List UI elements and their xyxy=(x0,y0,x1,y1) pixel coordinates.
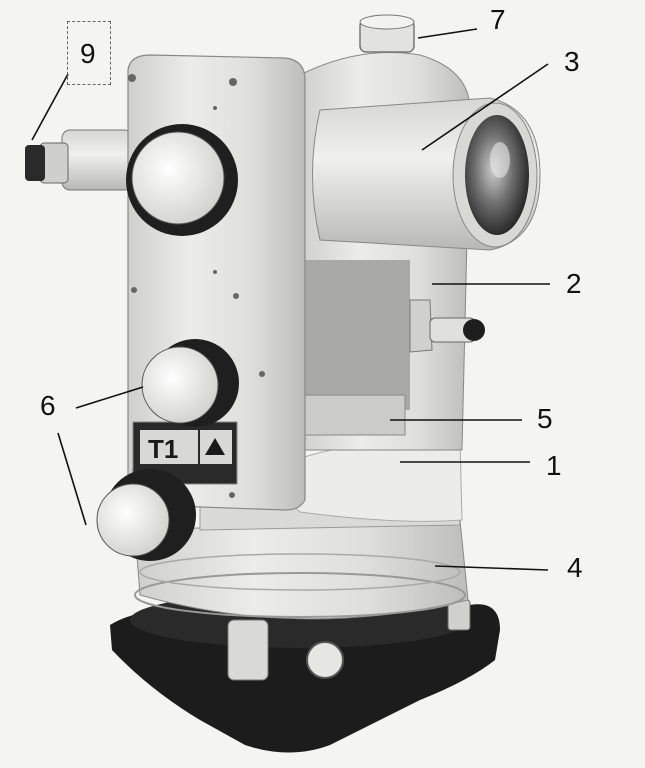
clamp-knob-lower xyxy=(96,469,196,561)
callout-1: 1 xyxy=(546,450,562,481)
nameplate-text: T1 xyxy=(148,434,178,464)
callout-2: 2 xyxy=(566,268,582,299)
callout-5: 5 xyxy=(537,403,553,434)
callout-9: 9 xyxy=(80,38,96,69)
telescope xyxy=(312,97,541,353)
lower-housing xyxy=(134,439,469,620)
clamp-knob-upper xyxy=(141,339,239,427)
reading-microscope xyxy=(25,129,133,191)
callout-9-frame xyxy=(67,21,111,85)
callout-7: 7 xyxy=(490,4,506,35)
callout-3: 3 xyxy=(564,46,580,77)
left-standard: T1 xyxy=(126,54,306,511)
leader-lines xyxy=(31,28,550,571)
callout-4: 4 xyxy=(567,552,583,583)
callout-6: 6 xyxy=(40,390,56,421)
